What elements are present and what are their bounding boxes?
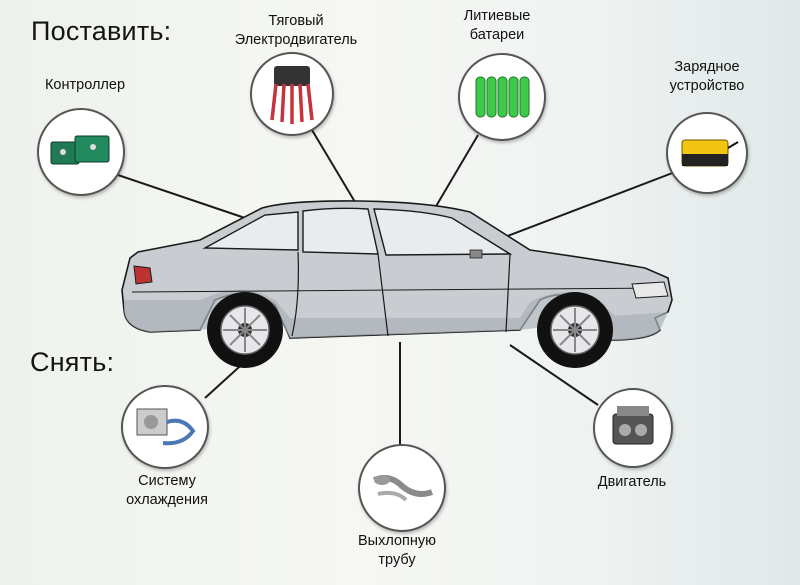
label-exhaust-pipe: Выхлопную трубу bbox=[357, 533, 437, 568]
engine-icon bbox=[593, 388, 673, 468]
label-charger: Зарядное устройство bbox=[669, 59, 745, 94]
charger-icon bbox=[666, 112, 748, 194]
exhaust-pipe-icon bbox=[358, 444, 446, 532]
front-side-window bbox=[373, 208, 513, 256]
traction-motor-icon bbox=[250, 52, 334, 136]
controller-icon bbox=[37, 108, 125, 196]
label-traction-motor: Тяговый Электродвигатель bbox=[234, 13, 358, 48]
front-wheel bbox=[537, 292, 613, 368]
heading-remove: Снять: bbox=[30, 347, 115, 377]
connector-battery bbox=[434, 134, 479, 209]
label-controller: Контроллер bbox=[44, 77, 126, 93]
connector-controller bbox=[117, 174, 246, 219]
lithium-battery-icon bbox=[458, 53, 546, 141]
label-cooling-system: Систему охлаждения bbox=[126, 473, 208, 508]
connector-charger bbox=[504, 171, 676, 238]
connector-motor bbox=[311, 129, 356, 203]
label-lithium-battery: Литиевые батареи bbox=[463, 8, 531, 43]
label-engine: Двигатель bbox=[597, 474, 667, 490]
rear-side-window bbox=[302, 207, 379, 255]
rear-wheel bbox=[207, 292, 283, 368]
rear-window bbox=[202, 211, 299, 251]
connector-engine bbox=[509, 344, 599, 406]
cooling-system-icon bbox=[121, 385, 209, 469]
heading-install: Поставить: bbox=[31, 16, 172, 46]
